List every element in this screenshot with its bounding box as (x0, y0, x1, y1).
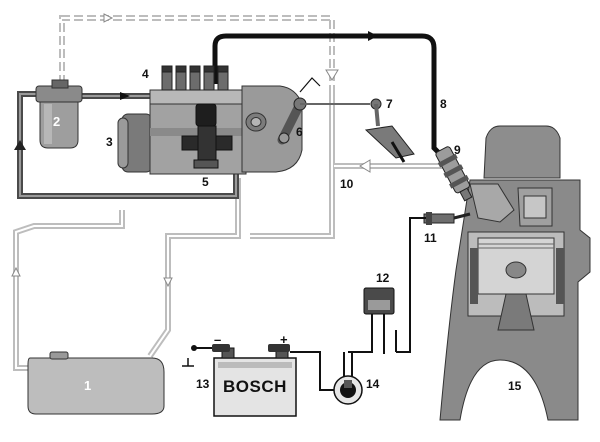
ground-symbol (182, 358, 194, 367)
label-battery: 13 (196, 377, 210, 391)
label-injection-pump: 4 (142, 67, 149, 81)
glow-plug-wire (396, 217, 426, 353)
flow-arrows (11, 13, 378, 288)
label-accelerator-pedal: 7 (386, 97, 393, 111)
label-drive-flange: 3 (106, 135, 113, 149)
high-pressure-line (212, 33, 448, 162)
battery: BOSCH – + (182, 332, 297, 417)
accelerator-pedal (364, 98, 415, 163)
label-leak-off-line: 10 (340, 177, 354, 191)
arrow-icon (120, 92, 130, 100)
engine-head (483, 125, 561, 179)
pump-return-line (147, 178, 241, 358)
injection-pump (149, 65, 303, 175)
delivery-valves (161, 65, 229, 91)
arrow-icon (359, 159, 371, 173)
fuel-filter (35, 79, 83, 149)
label-fuel-tank: 1 (84, 378, 91, 393)
label-high-pressure-line: 8 (440, 97, 447, 111)
nozzle-holder (435, 146, 473, 202)
battery-brand-label: BOSCH (223, 377, 287, 396)
label-glow-start-switch: 14 (366, 377, 380, 391)
supply-pump (181, 103, 233, 169)
label-control-lever: 6 (296, 125, 303, 139)
label-glow-plug: 11 (424, 231, 437, 245)
arrow-icon (11, 266, 21, 277)
component-labels: 1 2 3 4 5 6 7 8 9 10 11 12 13 14 15 (53, 67, 522, 393)
arrow-icon (163, 277, 173, 288)
battery-plus-sign: + (280, 332, 288, 347)
label-nozzle-holder: 9 (454, 143, 461, 157)
wiring (226, 217, 426, 391)
arrow-icon (14, 140, 26, 150)
drive-flange (117, 113, 153, 173)
battery-minus-sign: – (214, 332, 221, 347)
fuel-tank (27, 351, 165, 415)
fuel-return-lines (13, 15, 446, 371)
label-engine: 15 (508, 379, 522, 393)
label-supply-pump: 5 (202, 175, 209, 189)
control-lever (277, 77, 370, 145)
label-glow-control-unit: 12 (376, 271, 390, 285)
glow-start-switch (333, 375, 363, 405)
arrow-icon (325, 69, 339, 81)
arrow-icon (368, 31, 378, 41)
engine-block (439, 125, 591, 421)
governor-housing (241, 85, 303, 173)
label-fuel-filter: 2 (53, 114, 60, 129)
arrow-icon (103, 13, 114, 23)
glow-control-unit (363, 287, 395, 315)
tank-supply-line (13, 210, 125, 371)
